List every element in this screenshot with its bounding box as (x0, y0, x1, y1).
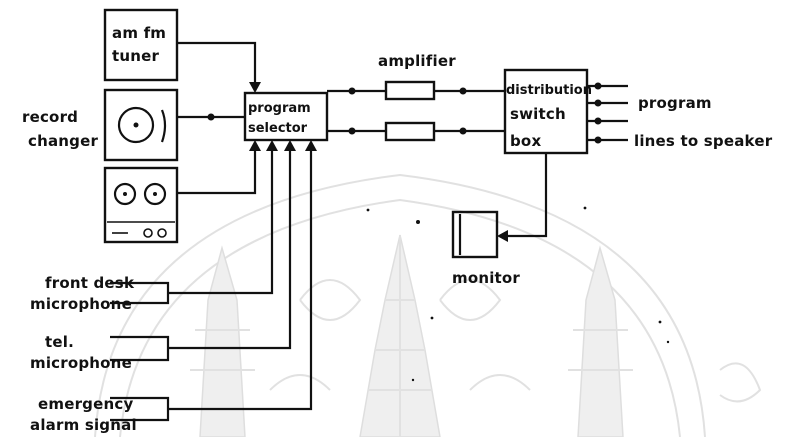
emergency-label-line2: alarm signal (30, 416, 137, 434)
monitor-box (451, 210, 499, 259)
wire-tape-deck (177, 148, 257, 195)
amplifier-label: amplifier (378, 52, 456, 70)
amplifier-box-top (384, 80, 436, 101)
front-desk-label-line2: microphone (30, 295, 132, 313)
wire-front-desk (168, 148, 274, 295)
monitor-label: monitor (452, 269, 520, 287)
wire-monitor (505, 153, 548, 238)
emergency-label-line1: emergency (38, 395, 133, 413)
record-changer-box (103, 88, 179, 162)
amplifier-box-bottom (384, 121, 436, 142)
wire-emergency (168, 148, 313, 411)
tuner-box (103, 8, 179, 82)
output-program-label: program (638, 94, 712, 112)
arrow-tuner (249, 82, 261, 93)
tape-reels-icon (107, 182, 175, 238)
tel-label-line1: tel. (45, 333, 74, 351)
distribution-label-line1: distribution (506, 83, 592, 98)
tuner-label-line1: am fm (112, 24, 166, 42)
wire-tel (168, 148, 292, 350)
distribution-label-line3: box (510, 132, 541, 150)
tape-deck-box (103, 166, 179, 244)
output-lines-label: lines to speaker (634, 132, 773, 150)
scan-specks (366, 206, 670, 382)
record-changer-label-line1: record (22, 108, 78, 126)
wire-tuner (177, 41, 257, 86)
turntable-icon (117, 106, 167, 144)
program-selector-label-line2: selector (248, 121, 308, 136)
front-desk-label-line1: front desk (45, 274, 135, 292)
watermark-seal (94, 173, 762, 438)
program-selector-label-line1: program (248, 101, 311, 116)
tuner-label-line2: tuner (112, 47, 160, 65)
distribution-label-line2: switch (510, 105, 566, 123)
tel-label-line2: microphone (30, 354, 132, 372)
record-changer-label-line2: changer (28, 132, 98, 150)
